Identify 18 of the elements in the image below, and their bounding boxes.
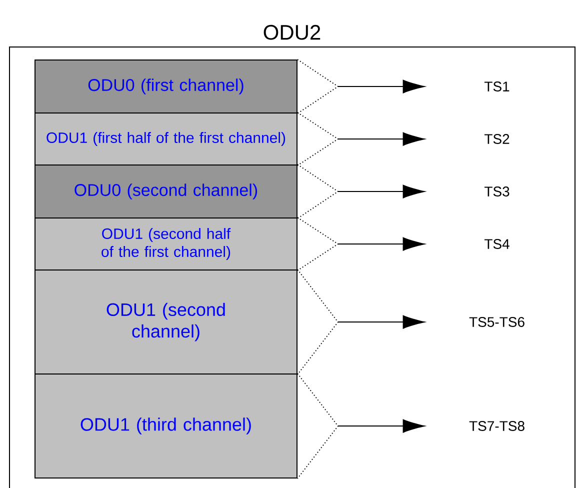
channel-box: ODU1 (second half of the first channel) bbox=[34, 218, 298, 270]
slot-label: TS4 bbox=[484, 239, 510, 249]
slot-label: TS7-TS8 bbox=[469, 421, 524, 431]
arrow bbox=[297, 217, 425, 271]
slot-label: TS5-TS6 bbox=[469, 317, 524, 327]
channel-box: ODU0 (second channel) bbox=[34, 164, 298, 218]
slot-label: TS3 bbox=[484, 186, 510, 196]
channel-box: ODU1 (second channel) bbox=[34, 270, 298, 374]
arrow bbox=[297, 269, 425, 375]
channel-box: ODU1 (third channel) bbox=[34, 374, 298, 478]
slot-label: TS2 bbox=[484, 134, 510, 144]
channel-box: ODU1 (first half of the first channel) bbox=[34, 112, 298, 166]
channel-box: ODU0 (first channel) bbox=[34, 60, 298, 114]
arrow bbox=[297, 59, 425, 114]
arrow bbox=[297, 164, 425, 219]
arrow bbox=[297, 112, 425, 166]
slot-label: TS1 bbox=[484, 82, 510, 92]
arrow bbox=[297, 373, 425, 479]
